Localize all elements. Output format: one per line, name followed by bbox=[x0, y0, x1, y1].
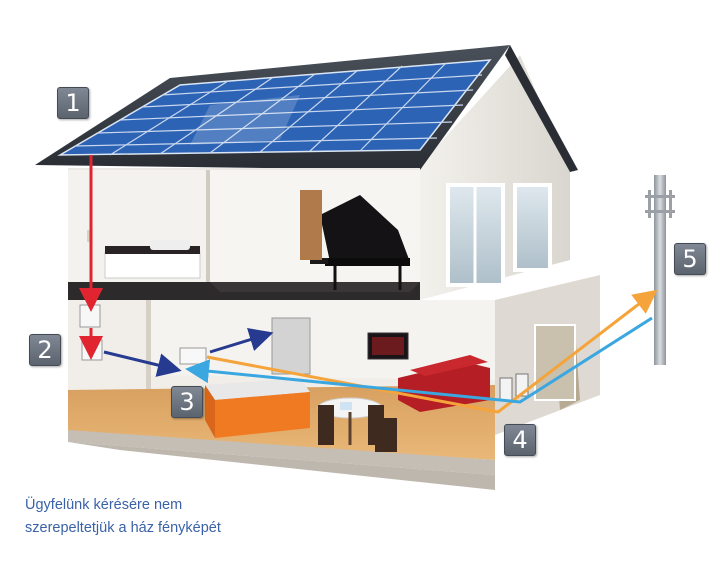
badge-5-grid-pole: 5 bbox=[674, 243, 706, 275]
badge-1-solar-panels: 1 bbox=[57, 87, 89, 119]
ac-flow-arrow-inverter-to-board bbox=[103, 350, 182, 377]
badge-2-inverter: 2 bbox=[29, 334, 61, 366]
inverter-box bbox=[79, 304, 101, 328]
utility-pole bbox=[645, 175, 675, 365]
photo-disclaimer-caption: Ügyfelünk kérésére nem szerepeltetjük a … bbox=[25, 494, 345, 540]
badge-3-distribution-board: 3 bbox=[171, 386, 203, 418]
upper-floor-cutaway bbox=[68, 168, 420, 300]
television bbox=[367, 332, 409, 360]
sofa bbox=[398, 355, 490, 412]
meter-export bbox=[499, 377, 513, 401]
solar-panel-array bbox=[57, 59, 492, 156]
grand-piano bbox=[310, 195, 410, 290]
dining-set bbox=[317, 397, 397, 452]
refrigerator bbox=[271, 317, 311, 375]
export-flow-arrow-to-grid bbox=[206, 289, 658, 414]
distribution-board bbox=[179, 347, 207, 365]
bed bbox=[104, 240, 201, 279]
energy-flow-arrows bbox=[79, 155, 658, 414]
badge-4-meters: 4 bbox=[504, 424, 536, 456]
ac-flow-arrow-board-to-home bbox=[209, 328, 274, 354]
kitchen-counter bbox=[205, 378, 310, 438]
caption-line-1: Ügyfelünk kérésére nem bbox=[25, 497, 183, 513]
caption-line-2: szerepeltetjük a ház fényképét bbox=[25, 520, 221, 536]
import-flow-arrow-from-grid bbox=[185, 316, 653, 404]
upper-right-wall bbox=[420, 55, 570, 300]
lower-right-wall bbox=[495, 275, 600, 435]
